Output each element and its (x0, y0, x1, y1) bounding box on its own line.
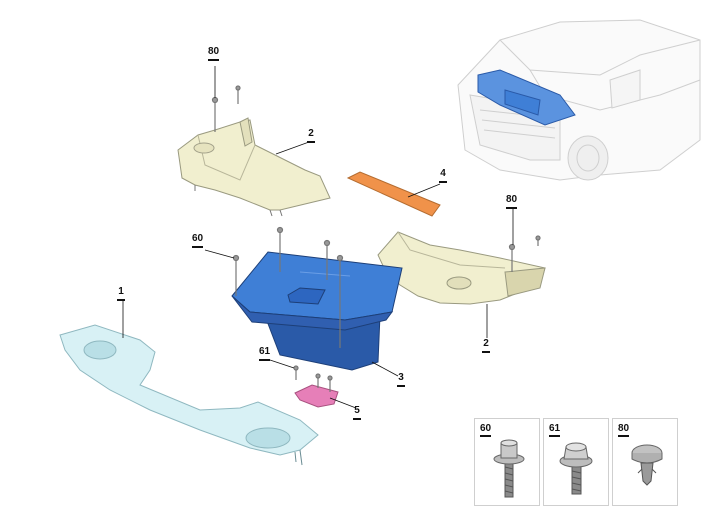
callout-1: 1 (117, 286, 125, 301)
flange-bolt-long-icon (493, 439, 525, 498)
orange-trim-strip (346, 171, 441, 217)
callout-80-upper: 80 (208, 46, 220, 61)
push-clip-icon (631, 444, 663, 486)
front-support-frame (59, 324, 319, 466)
callout-2-upper: 2 (307, 128, 315, 143)
callout-60: 60 (192, 233, 204, 248)
callout-80-right: 80 (506, 194, 518, 209)
callout-leader-lines (122, 66, 514, 409)
fastener-legend-80: 80 (612, 418, 678, 506)
fastener-pins (211, 85, 541, 392)
fastener-number: 61 (549, 423, 561, 437)
right-trim-tray (377, 231, 546, 305)
fastener-legend-61: 61 (543, 418, 609, 506)
callout-61: 61 (259, 346, 271, 361)
flange-bolt-short-icon (559, 442, 593, 495)
upper-trim-tray (177, 117, 331, 217)
vehicle-locator-image (457, 19, 701, 181)
callout-2-right: 2 (482, 338, 490, 353)
callout-4: 4 (439, 168, 447, 183)
fastener-number: 60 (480, 423, 492, 437)
callout-5: 5 (353, 405, 361, 420)
storage-box (231, 251, 403, 371)
callout-3: 3 (397, 372, 405, 387)
fastener-number: 80 (618, 423, 630, 437)
pink-mounting-bracket (294, 384, 339, 408)
fastener-legend-60: 60 (474, 418, 540, 506)
